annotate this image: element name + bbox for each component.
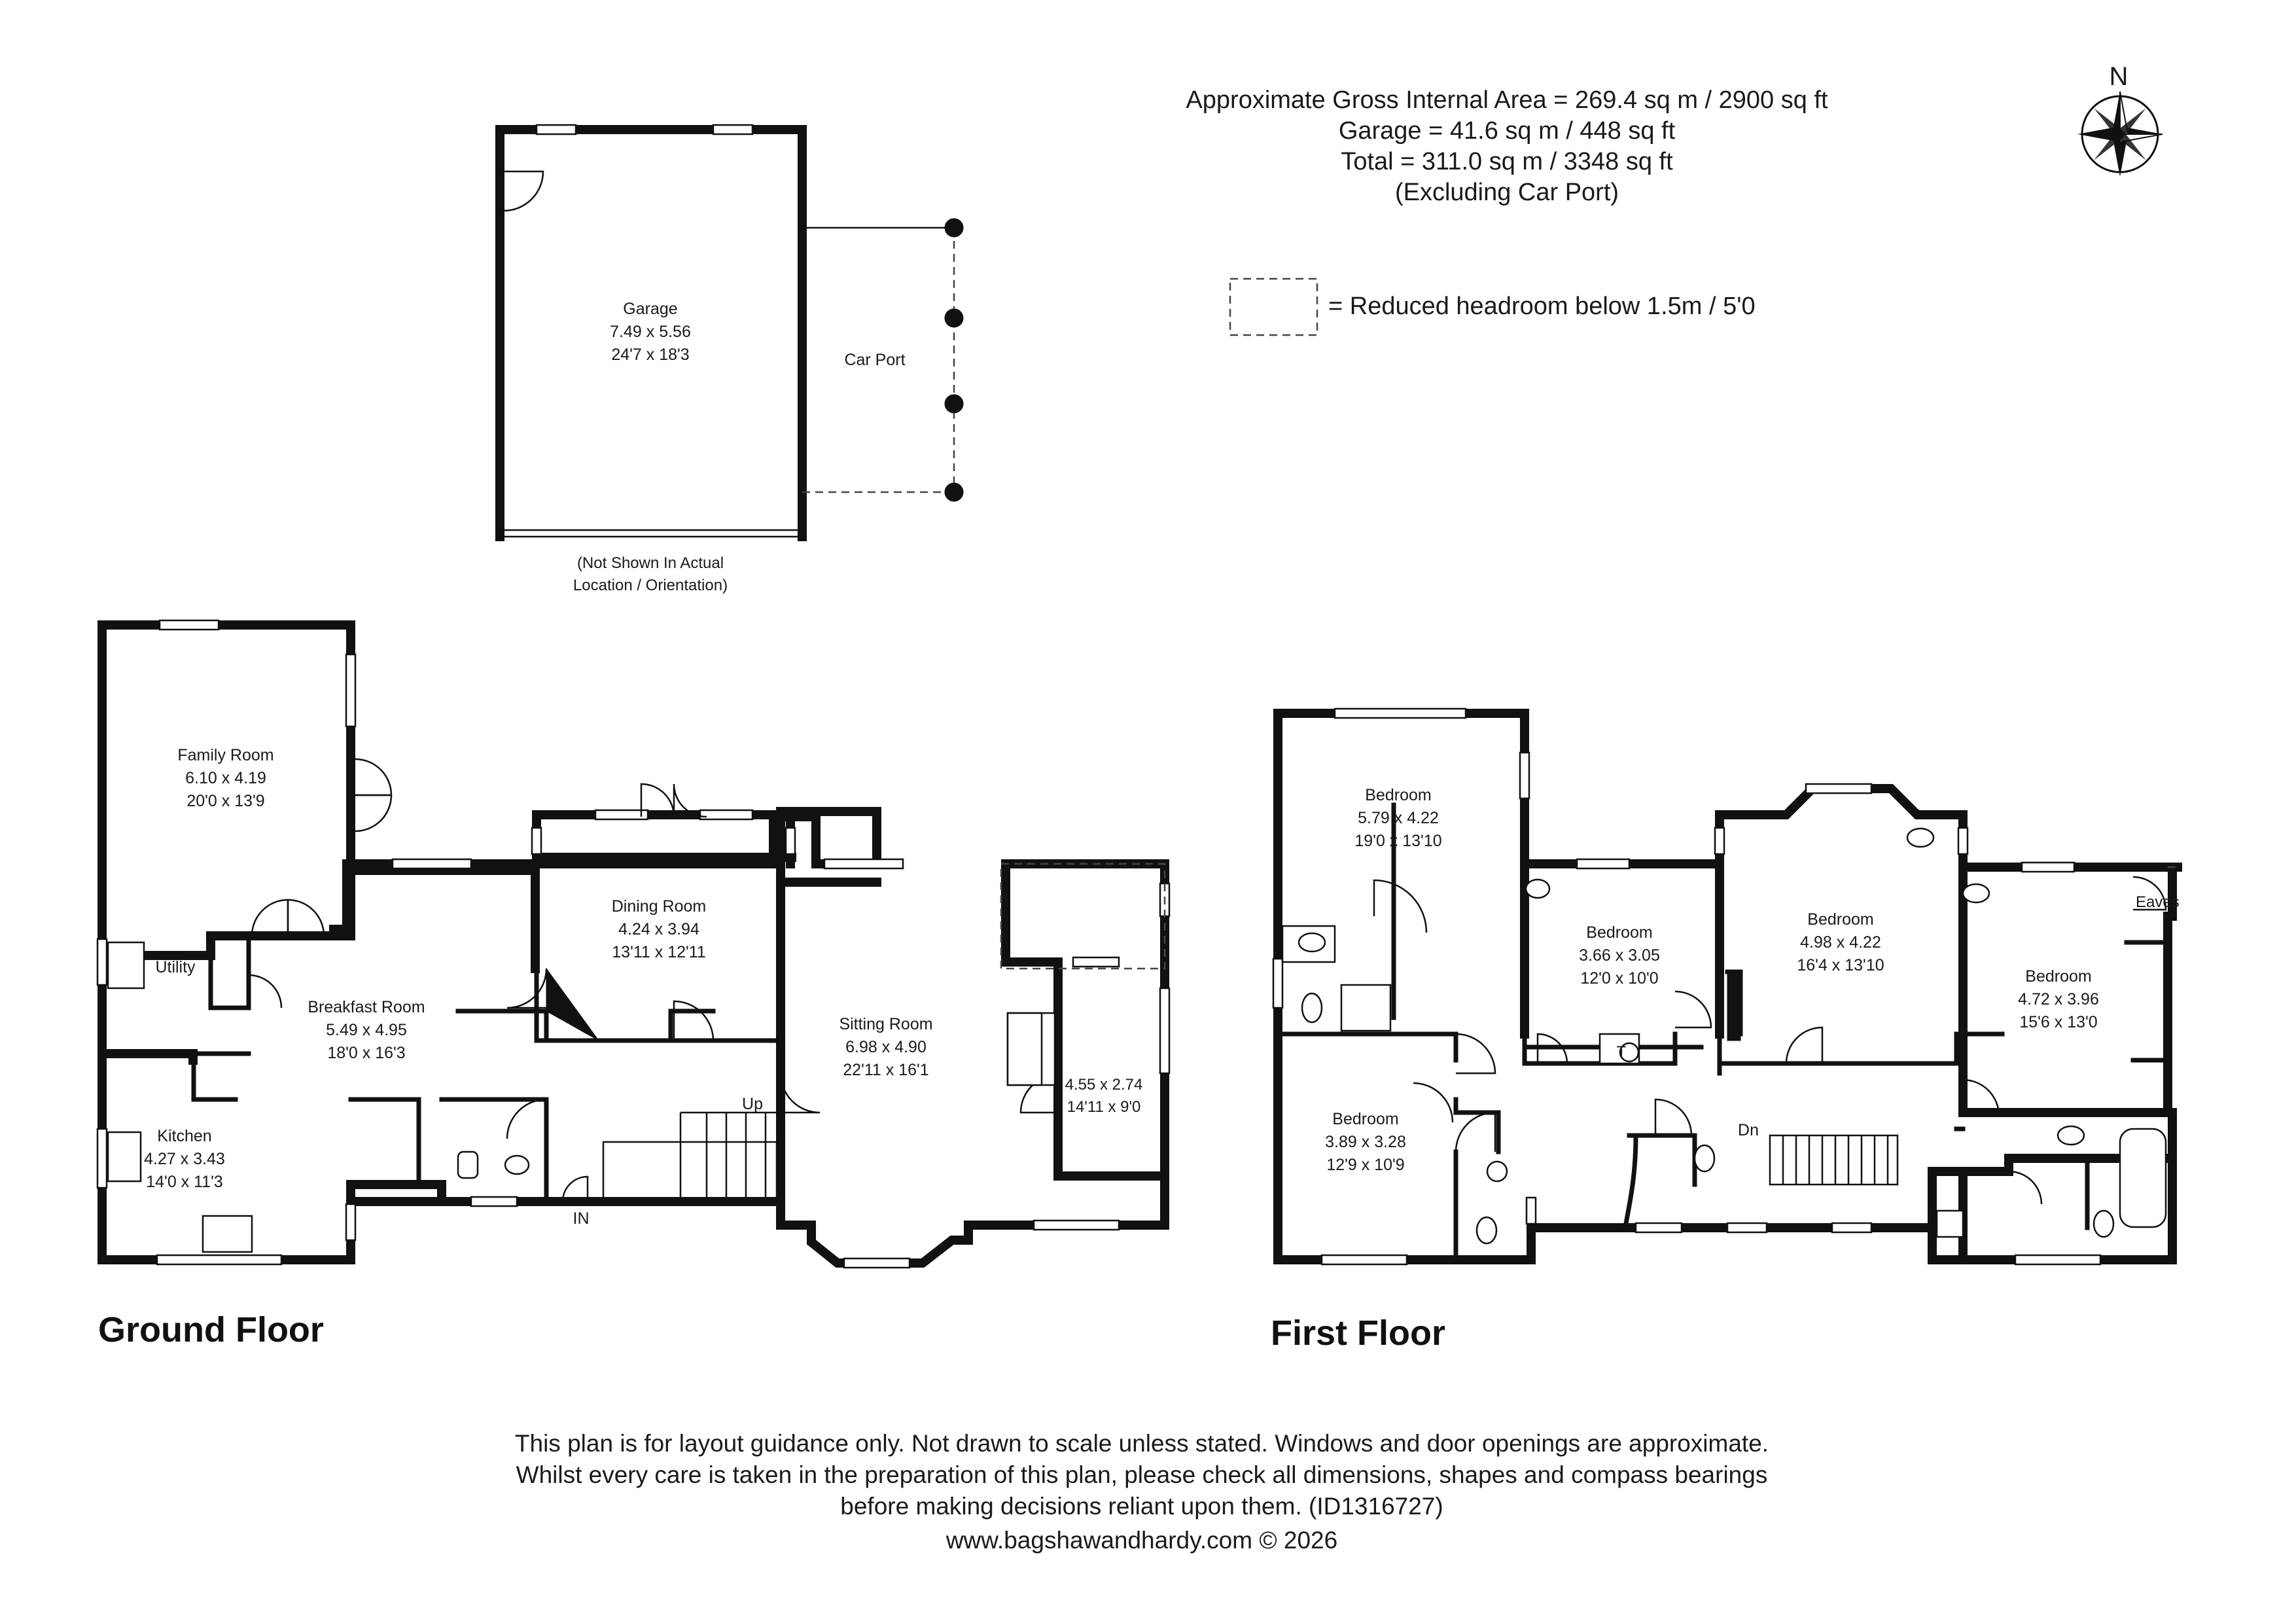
kitchen-label: Kitchen — [157, 1127, 211, 1145]
total-area-text: Total = 311.0 sq m / 3348 sq ft — [1341, 148, 1673, 175]
bedroom-3-label: Bedroom — [1807, 910, 1873, 929]
bedroom-5-metric: 3.89 x 3.28 — [1325, 1133, 1406, 1151]
bedroom-1-label: Bedroom — [1365, 786, 1431, 804]
garage-imperial: 24'7 x 18'3 — [611, 346, 689, 364]
dining-room-metric: 4.24 x 3.94 — [618, 920, 699, 938]
disclaimer-line-1: This plan is for layout guidance only. N… — [515, 1430, 1769, 1457]
compass-icon: N — [2077, 62, 2163, 177]
bedroom-2-imperial: 12'0 x 10'0 — [1580, 969, 1658, 988]
garage-label: Garage — [623, 300, 677, 318]
breakfast-room-metric: 5.49 x 4.95 — [326, 1021, 407, 1039]
breakfast-room-label: Breakfast Room — [308, 998, 425, 1016]
bedroom-4-metric: 4.72 x 3.96 — [2018, 990, 2099, 1008]
sitting-room-metric: 6.98 x 4.90 — [845, 1038, 927, 1056]
disclaimer-line-2: Whilst every care is taken in the prepar… — [516, 1461, 1768, 1488]
entrance-label: IN — [573, 1209, 590, 1228]
utility-label: Utility — [155, 958, 196, 976]
reduced-headroom-text: = Reduced headroom below 1.5m / 5'0 — [1328, 293, 1756, 320]
bedroom-4-label: Bedroom — [2025, 967, 2091, 986]
first-floor-title: First Floor — [1271, 1313, 1445, 1353]
bedroom-5-label: Bedroom — [1332, 1110, 1398, 1128]
garage-block: Garage 7.49 x 5.56 24'7 x 18'3 Car Port … — [495, 124, 964, 594]
bedroom-3-imperial: 16'4 x 13'10 — [1797, 956, 1884, 974]
family-room-imperial: 20'0 x 13'9 — [186, 792, 264, 810]
website-copyright: www.bagshawandhardy.com © 2026 — [945, 1527, 1337, 1554]
legend: = Reduced headroom below 1.5m / 5'0 — [1229, 277, 1756, 336]
excluding-text: (Excluding Car Port) — [1395, 179, 1619, 206]
stairs-up-label: Up — [742, 1095, 763, 1113]
gross-area-text: Approximate Gross Internal Area = 269.4 … — [1186, 86, 1828, 114]
sitting-room-label: Sitting Room — [839, 1015, 932, 1033]
side-room-metric: 4.55 x 2.74 — [1065, 1076, 1143, 1094]
bedroom-2-label: Bedroom — [1586, 923, 1652, 942]
disclaimer: This plan is for layout guidance only. N… — [515, 1430, 1769, 1554]
area-summary: Approximate Gross Internal Area = 269.4 … — [1186, 86, 1828, 206]
first-floor-plan: Dn — [1000, 707, 2182, 1353]
reduced-headroom-swatch — [1229, 277, 1318, 336]
family-room-label: Family Room — [177, 746, 274, 764]
dining-room-imperial: 13'11 x 12'11 — [612, 943, 705, 961]
sitting-room-imperial: 22'11 x 16'1 — [843, 1061, 928, 1079]
bedroom-1-imperial: 19'0 x 13'10 — [1354, 832, 1441, 850]
bedroom-1-metric: 5.79 x 4.22 — [1358, 809, 1439, 827]
garage-note-2: Location / Orientation) — [573, 577, 728, 594]
kitchen-metric: 4.27 x 3.43 — [144, 1150, 225, 1168]
bedroom-2-metric: 3.66 x 3.05 — [1579, 946, 1660, 965]
ground-floor-title: Ground Floor — [98, 1310, 324, 1349]
garage-area-text: Garage = 41.6 sq m / 448 sq ft — [1339, 117, 1676, 145]
breakfast-room-imperial: 18'0 x 16'3 — [327, 1044, 405, 1062]
north-label: N — [2110, 62, 2128, 91]
dining-room-label: Dining Room — [612, 897, 707, 916]
tank-label: T — [1617, 1043, 1627, 1061]
stairs-down-label: Dn — [1738, 1121, 1759, 1139]
stairs-down: Dn — [1738, 1121, 1899, 1186]
bedroom-4-imperial: 15'6 x 13'0 — [2019, 1013, 2097, 1031]
disclaimer-line-3: before making decisions reliant upon the… — [840, 1493, 1443, 1520]
bedroom-5-imperial: 12'9 x 10'9 — [1326, 1156, 1404, 1174]
family-room-metric: 6.10 x 4.19 — [185, 769, 266, 787]
garage-metric: 7.49 x 5.56 — [610, 323, 691, 341]
ground-floor-plan: Up IN — [96, 619, 1171, 1349]
kitchen-imperial: 14'0 x 11'3 — [146, 1173, 223, 1191]
stairs-up: Up — [602, 1095, 778, 1203]
side-room-imperial: 14'11 x 9'0 — [1067, 1098, 1141, 1116]
carport-label: Car Port — [844, 351, 905, 369]
bedroom-3-metric: 4.98 x 4.22 — [1800, 933, 1881, 952]
eaves-label: Eaves — [2136, 893, 2180, 911]
garage-note-1: (Not Shown In Actual — [577, 554, 724, 572]
